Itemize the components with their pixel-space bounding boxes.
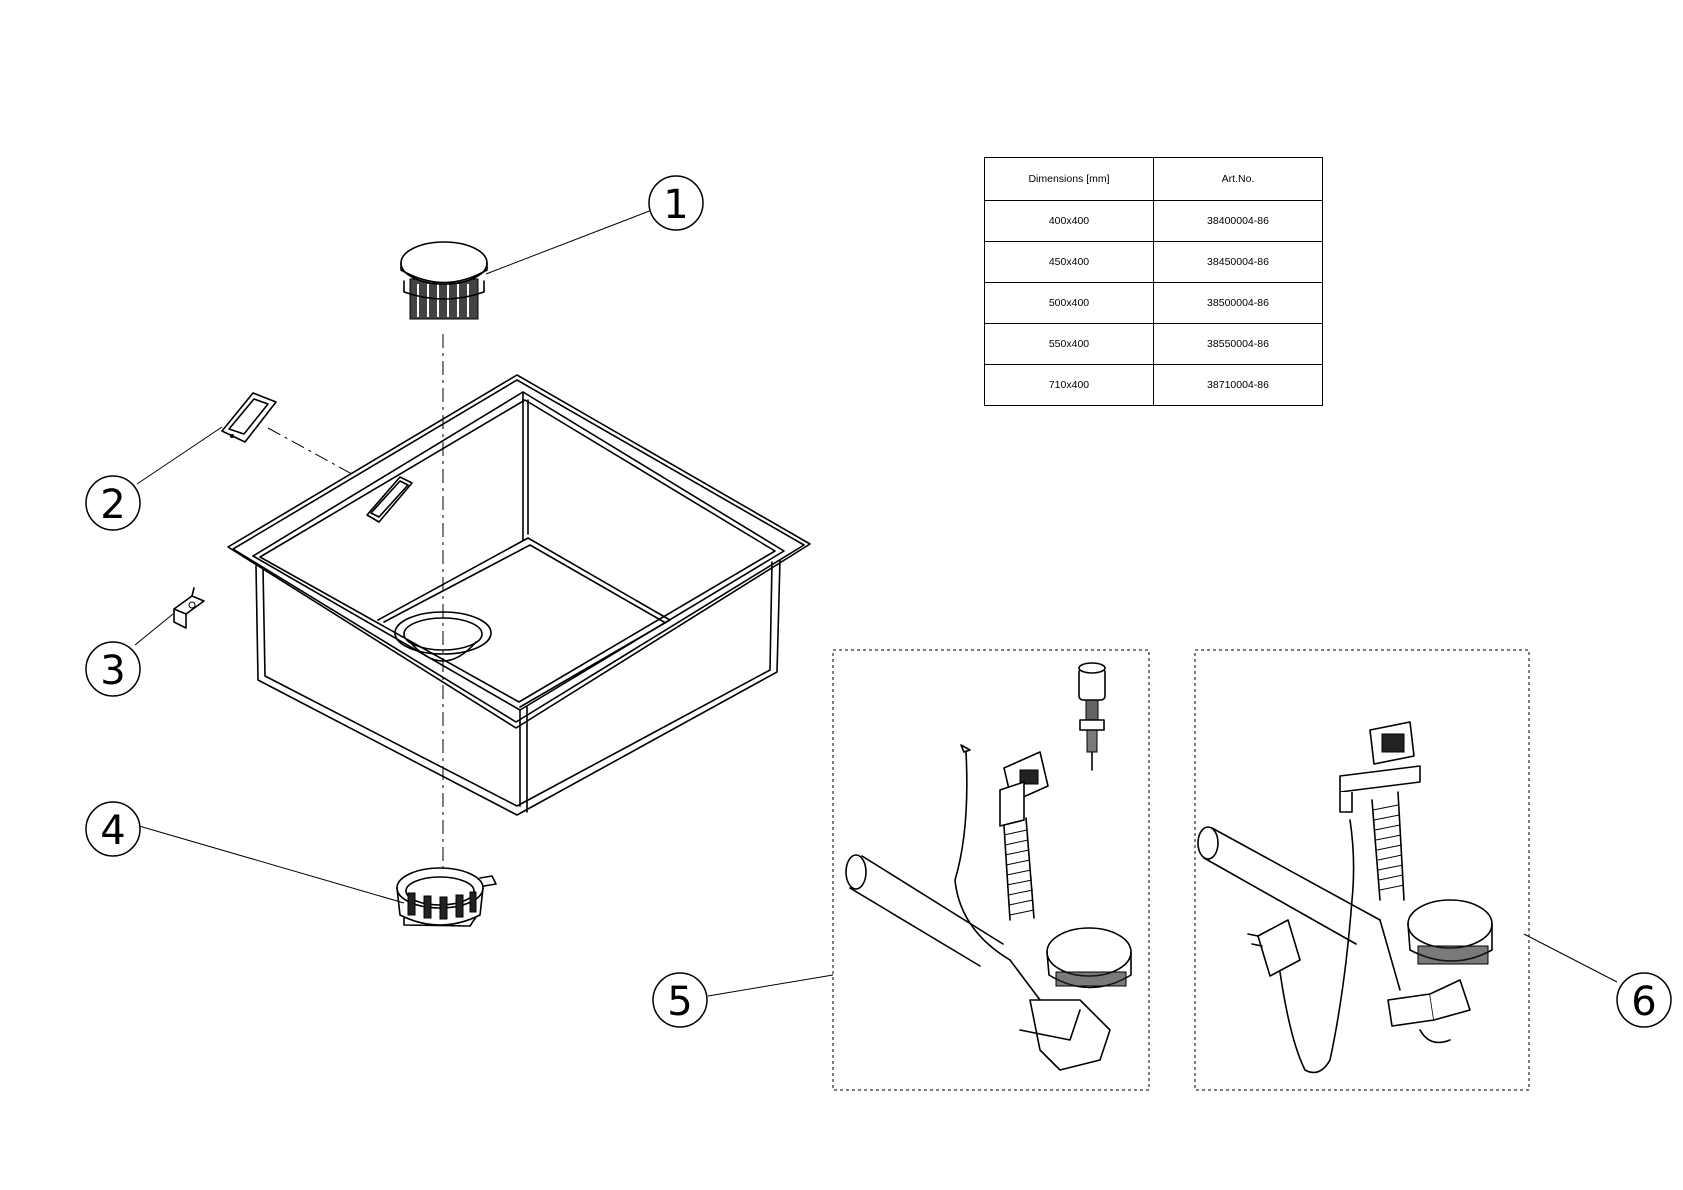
cell-dimensions: 500x400 bbox=[984, 282, 1154, 324]
cell-dimensions: 450x400 bbox=[984, 241, 1154, 283]
table-row: 450x400 38450004-86 bbox=[984, 241, 1323, 283]
table-header-row: Dimensions [mm] Art.No. bbox=[984, 157, 1323, 201]
manual-waste-assembly bbox=[845, 662, 1132, 1071]
cell-dimensions: 550x400 bbox=[984, 323, 1154, 365]
sink-basin bbox=[227, 374, 811, 816]
overflow-axis bbox=[267, 427, 353, 475]
dimensions-table: Dimensions [mm] Art.No. 400x400 38400004… bbox=[984, 157, 1323, 406]
cell-art-no: 38550004-86 bbox=[1153, 323, 1323, 365]
cell-art-no: 38500004-86 bbox=[1153, 282, 1323, 324]
strainer-plug bbox=[400, 241, 488, 320]
callout-6: 6 bbox=[1616, 972, 1672, 1028]
callout-2: 2 bbox=[85, 475, 141, 531]
svg-text:6: 6 bbox=[1631, 979, 1656, 1025]
cell-art-no: 38710004-86 bbox=[1153, 364, 1323, 406]
table-row: 550x400 38550004-86 bbox=[984, 323, 1323, 365]
table-row: 400x400 38400004-86 bbox=[984, 200, 1323, 242]
svg-text:4: 4 bbox=[100, 808, 125, 854]
svg-text:2: 2 bbox=[100, 482, 125, 528]
mounting-clip bbox=[173, 587, 205, 629]
cell-dimensions: 400x400 bbox=[984, 200, 1154, 242]
callout-4: 4 bbox=[85, 801, 141, 857]
header-art-no: Art.No. bbox=[1153, 157, 1323, 201]
svg-text:3: 3 bbox=[100, 648, 125, 694]
leader-lines bbox=[134, 209, 1618, 997]
header-dimensions: Dimensions [mm] bbox=[984, 157, 1154, 201]
callout-3: 3 bbox=[85, 641, 141, 697]
cell-dimensions: 710x400 bbox=[984, 364, 1154, 406]
callout-1: 1 bbox=[648, 175, 704, 231]
cell-art-no: 38450004-86 bbox=[1153, 241, 1323, 283]
variant-6-panel bbox=[1194, 649, 1530, 1091]
overflow-cover bbox=[221, 392, 277, 443]
electric-waste-assembly bbox=[1197, 721, 1493, 1074]
callout-5: 5 bbox=[652, 972, 708, 1028]
table-row: 710x400 38710004-86 bbox=[984, 364, 1323, 406]
drain-body bbox=[396, 867, 497, 927]
svg-text:5: 5 bbox=[667, 979, 692, 1025]
cell-art-no: 38400004-86 bbox=[1153, 200, 1323, 242]
variant-5-panel bbox=[832, 649, 1150, 1091]
table-row: 500x400 38500004-86 bbox=[984, 282, 1323, 324]
svg-text:1: 1 bbox=[663, 182, 688, 228]
